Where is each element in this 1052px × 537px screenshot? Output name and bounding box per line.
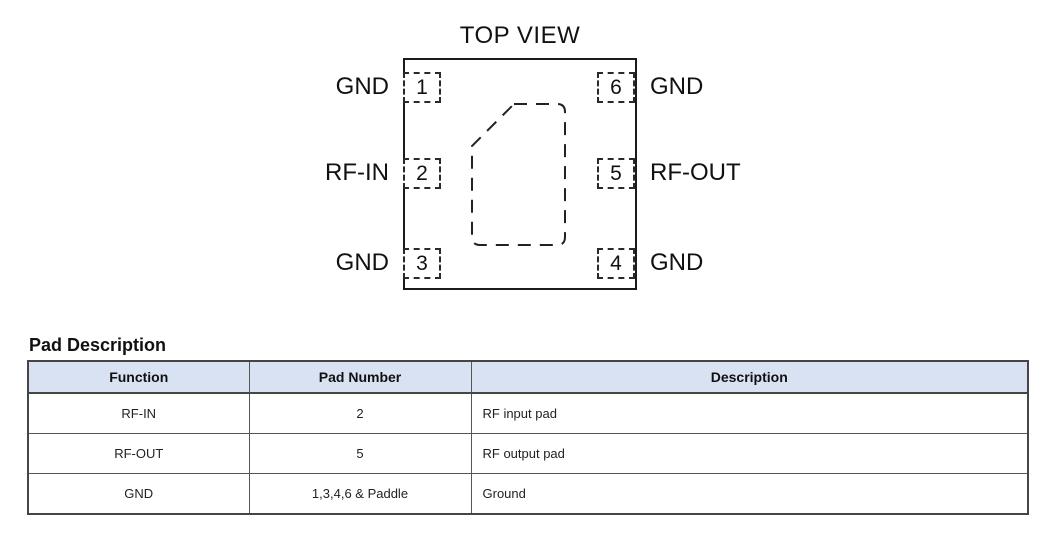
pad-1: 1: [403, 72, 441, 103]
cell-function: RF-OUT: [27, 433, 250, 474]
pad-1-label: GND: [335, 73, 389, 100]
pad-description-table: Function Pad Number Description RF-IN 2 …: [27, 360, 1029, 515]
cell-pad-number: 2: [248, 392, 472, 434]
pad-6-label: GND: [650, 73, 704, 100]
pad-1-number: 1: [416, 75, 428, 99]
pad-3-number: 3: [416, 251, 428, 275]
pad-3-label: GND: [335, 249, 389, 276]
pad-5-label: RF-OUT: [650, 159, 741, 186]
table-row: RF-IN 2 RF input pad: [27, 392, 1029, 434]
cell-description: RF output pad: [470, 433, 1029, 474]
pad-6-number: 6: [610, 75, 622, 99]
pad-5: 5: [597, 158, 635, 189]
diagram-title: TOP VIEW: [459, 22, 581, 49]
cell-description: RF input pad: [470, 392, 1029, 434]
table-row: RF-OUT 5 RF output pad: [27, 433, 1029, 474]
pad-5-number: 5: [610, 161, 622, 185]
cell-pad-number: 1,3,4,6 & Paddle: [248, 473, 472, 515]
pad-2: 2: [403, 158, 441, 189]
pad-2-number: 2: [416, 161, 428, 185]
pad-3: 3: [403, 248, 441, 279]
column-header-function: Function: [27, 360, 250, 394]
pad-4: 4: [597, 248, 635, 279]
cell-pad-number: 5: [248, 433, 472, 474]
pad-2-label: RF-IN: [325, 159, 389, 186]
cell-description: Ground: [470, 473, 1029, 515]
cell-function: GND: [27, 473, 250, 515]
pad-4-label: GND: [650, 249, 704, 276]
column-header-description: Description: [470, 360, 1029, 394]
cell-function: RF-IN: [27, 392, 250, 434]
table-header-row: Function Pad Number Description: [27, 360, 1029, 394]
pad-description-heading: Pad Description: [29, 335, 167, 355]
table-row: GND 1,3,4,6 & Paddle Ground: [27, 473, 1029, 515]
pad-6: 6: [597, 72, 635, 103]
pad-4-number: 4: [610, 251, 622, 275]
exposed-paddle-outline: [471, 103, 566, 246]
column-header-pad-number: Pad Number: [248, 360, 472, 394]
